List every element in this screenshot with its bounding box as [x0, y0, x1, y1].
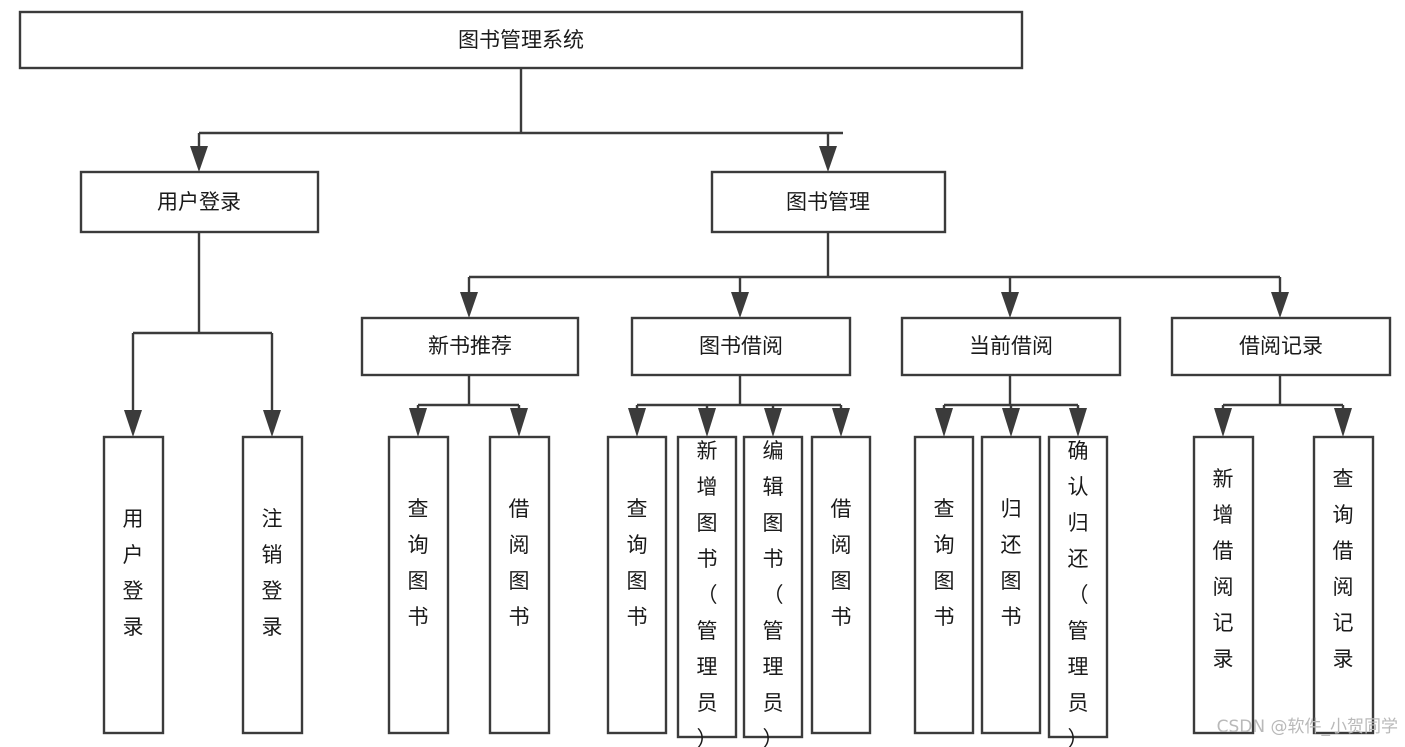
leaf-new-book-1-box[interactable]	[387, 435, 450, 735]
leaf-current-borrow-3[interactable]: 确认归还（管理员）	[1047, 435, 1109, 747]
arrowhead-borrowrecord	[1271, 292, 1289, 318]
leaf-book-borrow-3[interactable]: 编辑图书（管理员）	[742, 435, 804, 747]
arrowhead-bookmgmt	[819, 146, 837, 172]
leaf-user-login-1-label: 用户登录	[123, 507, 144, 639]
leaf-borrow-record-2-label: 查询借阅记录	[1333, 467, 1354, 671]
leaf-current-borrow-2[interactable]: 归还图书	[980, 435, 1042, 735]
leaf-book-borrow-1-label: 查询图书	[627, 497, 648, 629]
arrowhead-newbook	[460, 292, 478, 318]
node-user-login[interactable]: 用户登录	[79, 170, 320, 234]
node-borrow-record-label: 借阅记录	[1239, 334, 1323, 358]
leaf-book-borrow-2-label: 新增图书（管理员）	[697, 439, 718, 747]
node-new-book-recommend[interactable]: 新书推荐	[360, 316, 580, 377]
node-user-login-label: 用户登录	[157, 190, 241, 214]
leaf-book-borrow-1-box[interactable]	[606, 435, 668, 735]
leaf-user-login-2[interactable]: 注销登录	[241, 435, 304, 735]
node-current-borrow-box[interactable]	[900, 316, 1122, 377]
leaf-user-login-1[interactable]: 用户登录	[102, 435, 165, 735]
node-new-book-recommend-label: 新书推荐	[428, 334, 512, 358]
csdn-watermark: CSDN @软件_小贺同学	[1217, 717, 1398, 737]
node-new-book-recommend-box[interactable]	[360, 316, 580, 377]
connector-layer	[124, 68, 1352, 437]
node-borrow-record-box[interactable]	[1170, 316, 1392, 377]
leaf-current-borrow-1[interactable]: 查询图书	[913, 435, 975, 735]
leaf-borrow-record-2-box[interactable]	[1312, 435, 1375, 735]
leaf-book-borrow-2[interactable]: 新增图书（管理员）	[676, 435, 738, 747]
node-book-management-box[interactable]	[710, 170, 947, 234]
leaf-borrow-record-1-box[interactable]	[1192, 435, 1255, 735]
arrowhead-bookborrow	[731, 292, 749, 318]
node-book-borrow-box[interactable]	[630, 316, 852, 377]
leaf-new-book-2[interactable]: 借阅图书	[488, 435, 551, 735]
leaf-borrow-record-2[interactable]: 查询借阅记录	[1312, 435, 1375, 735]
node-user-login-box[interactable]	[79, 170, 320, 234]
arrowhead-bookborrow-l3	[764, 408, 782, 437]
leaf-book-borrow-4-label: 借阅图书	[831, 497, 852, 629]
leaf-new-book-1-label: 查询图书	[408, 497, 429, 629]
leaf-book-borrow-4-box[interactable]	[810, 435, 872, 735]
node-root-box[interactable]	[18, 10, 1024, 70]
leaf-book-borrow-2-box[interactable]	[676, 435, 738, 739]
arrowhead-newbook-l1	[409, 408, 427, 437]
node-book-borrow[interactable]: 图书借阅	[630, 316, 852, 377]
leaf-user-login-2-box[interactable]	[241, 435, 304, 735]
leaf-book-borrow-3-box[interactable]	[742, 435, 804, 739]
arrowhead-borrowrecord-l1	[1214, 408, 1232, 437]
leaf-borrow-record-1-label: 新增借阅记录	[1213, 467, 1234, 671]
leaf-new-book-2-label: 借阅图书	[509, 497, 530, 629]
node-root-library-system[interactable]: 图书管理系统	[18, 10, 1024, 70]
leaf-borrow-record-1[interactable]: 新增借阅记录	[1192, 435, 1255, 735]
node-borrow-record[interactable]: 借阅记录	[1170, 316, 1392, 377]
arrowhead-userlogin-leaf2	[263, 410, 281, 437]
arrowhead-currentborrow-l2	[1002, 408, 1020, 437]
leaf-current-borrow-3-label: 确认归还（管理员）	[1068, 439, 1089, 747]
arrowhead-newbook-l2	[510, 408, 528, 437]
leaf-current-borrow-3-box[interactable]	[1047, 435, 1109, 739]
leaf-new-book-2-box[interactable]	[488, 435, 551, 735]
arrowhead-currentborrow	[1001, 292, 1019, 318]
arrowhead-currentborrow-l3	[1069, 408, 1087, 437]
node-root-label: 图书管理系统	[458, 28, 584, 52]
leaf-current-borrow-1-label: 查询图书	[934, 497, 955, 629]
arrowhead-bookborrow-l2	[698, 408, 716, 437]
leaf-current-borrow-2-box[interactable]	[980, 435, 1042, 735]
leaf-new-book-1[interactable]: 查询图书	[387, 435, 450, 735]
node-book-management-label: 图书管理	[786, 190, 870, 214]
node-current-borrow[interactable]: 当前借阅	[900, 316, 1122, 377]
leaf-book-borrow-4[interactable]: 借阅图书	[810, 435, 872, 735]
leaf-current-borrow-1-box[interactable]	[913, 435, 975, 735]
arrowhead-currentborrow-l1	[935, 408, 953, 437]
arrowhead-bookborrow-l4	[832, 408, 850, 437]
node-current-borrow-label: 当前借阅	[969, 334, 1053, 358]
leaf-user-login-1-box[interactable]	[102, 435, 165, 735]
arrowhead-userlogin-leaf1	[124, 410, 142, 437]
node-book-management[interactable]: 图书管理	[710, 170, 947, 234]
node-book-borrow-label: 图书借阅	[699, 334, 783, 358]
leaf-user-login-2-label: 注销登录	[262, 507, 283, 639]
arrowhead-borrowrecord-l2	[1334, 408, 1352, 437]
leaf-current-borrow-2-label: 归还图书	[1001, 497, 1022, 629]
arrowhead-bookborrow-l1	[628, 408, 646, 437]
leaf-book-borrow-3-label: 编辑图书（管理员）	[763, 439, 784, 747]
arrowhead-userlogin	[190, 146, 208, 172]
leaf-book-borrow-1[interactable]: 查询图书	[606, 435, 668, 735]
